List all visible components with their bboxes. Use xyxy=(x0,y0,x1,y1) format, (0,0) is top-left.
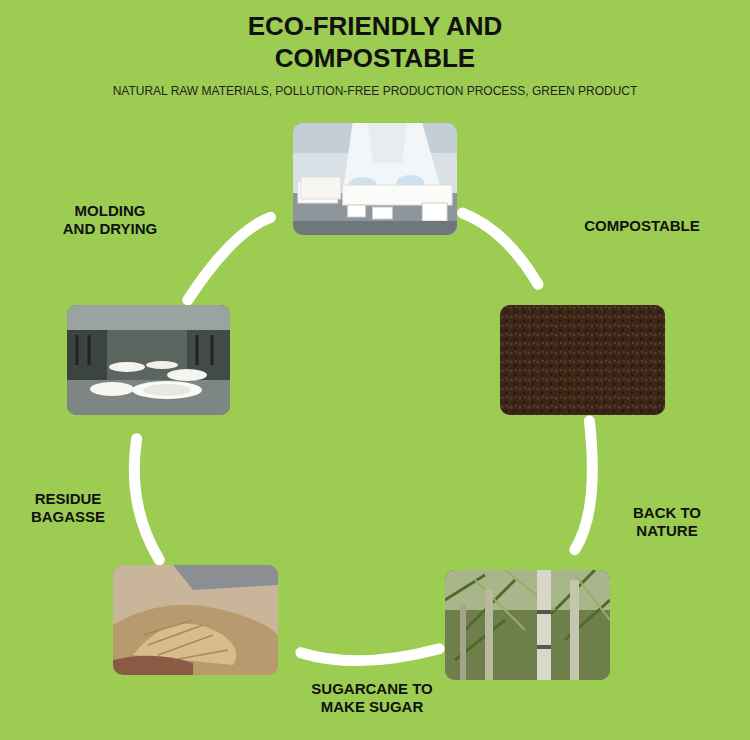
sugarcane-photo xyxy=(445,570,610,680)
molding-photo xyxy=(67,305,230,415)
subtitle-note: NATURAL RAW MATERIALS, POLLUTION-FREE PR… xyxy=(0,84,750,98)
arrow-shaft xyxy=(301,649,439,661)
diagram-title: ECO-FRIENDLY AND COMPOSTABLE xyxy=(205,10,545,74)
arrow-shaft xyxy=(463,213,538,284)
edge-label: COMPOSTABLE xyxy=(575,217,709,235)
edge-label: BACK TO NATURE xyxy=(615,504,719,540)
soil-photo xyxy=(500,305,665,415)
arrow-shaft xyxy=(575,421,592,550)
bagasse-photo xyxy=(113,565,278,675)
arrow-shaft xyxy=(134,439,159,560)
photo-node xyxy=(113,565,278,675)
photo-node xyxy=(67,305,230,415)
packing-photo xyxy=(293,123,457,235)
photo-node xyxy=(500,305,665,415)
photo-node xyxy=(445,570,610,680)
edge-label: SUGARCANE TO MAKE SUGAR xyxy=(295,680,449,716)
cycle-arrow xyxy=(188,217,271,300)
edge-label: RESIDUE BAGASSE xyxy=(23,490,113,526)
arrow-shaft xyxy=(188,217,271,300)
edge-label: MOLDING AND DRYING xyxy=(56,202,164,238)
cycle-arrow xyxy=(575,421,592,550)
cycle-arrow xyxy=(301,649,439,661)
photo-node xyxy=(293,123,457,235)
cycle-arrow xyxy=(463,213,538,284)
cycle-arrow xyxy=(134,439,159,560)
